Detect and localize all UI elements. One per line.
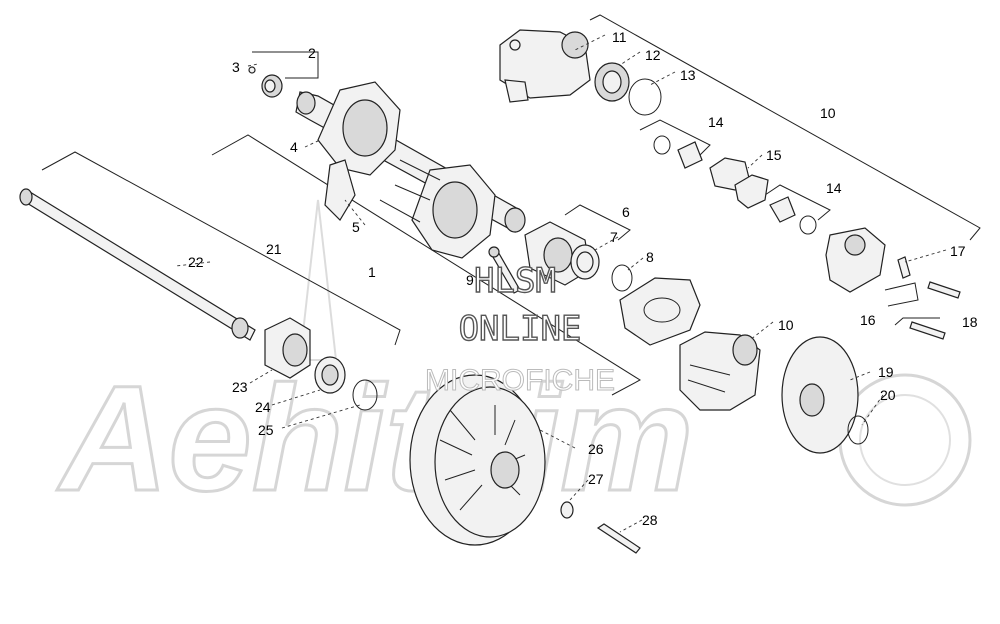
callout-2: 2 (308, 45, 316, 61)
spring-clip-icon (884, 282, 919, 307)
shaft-ring-icon (352, 379, 378, 411)
callout-5: 5 (352, 219, 360, 235)
callout-7: 7 (610, 229, 618, 245)
leader-group-1 (211, 134, 641, 396)
callout-13: 13 (680, 67, 696, 83)
retaining-ring-icon (611, 264, 633, 292)
callout-27: 27 (588, 471, 604, 487)
callout-14-lower: 14 (826, 180, 842, 196)
pad-ring-2-icon (799, 215, 817, 235)
callout-8: 8 (646, 249, 654, 265)
hlsm-watermark: HLSM ONLINE MICROFICHE (425, 260, 616, 397)
callout-21: 21 (266, 241, 282, 257)
part-bearing-cap (248, 66, 283, 98)
callout-numbers: 2 3 4 5 1 6 7 8 9 10 10 11 12 13 14 15 1… (188, 29, 978, 528)
part-caliper-middle (679, 331, 761, 411)
clutch-bolt-icon (596, 523, 641, 554)
pin-icon (248, 66, 256, 74)
leader-group-21 (41, 151, 401, 346)
part-brake-disc (781, 336, 869, 454)
bleeder-icon (897, 256, 911, 279)
part-caliper-upper (499, 29, 662, 116)
callout-15: 15 (766, 147, 782, 163)
callout-24: 24 (255, 399, 271, 415)
watermark-line2: ONLINE (459, 309, 582, 349)
callout-16: 16 (860, 312, 876, 328)
leader-group-14b (764, 184, 831, 221)
callout-20: 20 (880, 387, 896, 403)
part-bearing-flange (488, 221, 633, 294)
watermark-line1: HLSM (474, 261, 556, 301)
callout-12: 12 (645, 47, 661, 63)
washer-icon (560, 501, 574, 519)
callout-22: 22 (188, 254, 204, 270)
callout-10-lower: 10 (778, 317, 794, 333)
pad-ring-icon (653, 135, 671, 155)
snap-ring-icon (847, 415, 869, 445)
wheel-inner-watermark-icon (859, 394, 951, 486)
brand-watermark: Aehiteim (55, 199, 972, 524)
caliper-bolt-icon (927, 281, 961, 299)
callout-19: 19 (878, 364, 894, 380)
brand-watermark-text: Aehiteim (56, 354, 693, 522)
gasket-icon (619, 277, 701, 346)
part-brake-pads (653, 135, 817, 235)
leader-group-18 (894, 317, 940, 326)
callout-18: 18 (962, 314, 978, 330)
brake-pad-2-icon (734, 174, 769, 209)
leader-group-2 (252, 51, 319, 79)
part-caliper-lower (825, 227, 961, 340)
callout-17: 17 (950, 243, 966, 259)
leader-group-6 (564, 204, 631, 241)
callout-25: 25 (258, 422, 274, 438)
part-drive-shaft-assembly (295, 81, 526, 259)
part-clutch-sheave (409, 374, 641, 554)
callout-14-upper: 14 (708, 114, 724, 130)
part-jackshaft (19, 188, 378, 411)
caliper-lower-icon (825, 227, 886, 293)
callout-10-upper: 10 (820, 105, 836, 121)
callout-3: 3 (232, 59, 240, 75)
callout-28: 28 (642, 512, 658, 528)
leader-group-10 (589, 14, 981, 241)
o-ring-icon (628, 78, 662, 116)
jackshaft-icon (21, 191, 256, 341)
caliper-bolt-2-icon (909, 321, 946, 340)
callout-9: 9 (466, 272, 474, 288)
callout-11: 11 (612, 29, 627, 45)
dashed-leaders (175, 34, 947, 533)
part-gasket (619, 277, 701, 346)
piston-2-icon (769, 196, 796, 223)
watermark-line3: MICROFICHE (425, 364, 615, 397)
group-lines (41, 14, 981, 396)
leader-group-14a (639, 119, 711, 156)
callout-1: 1 (368, 264, 376, 280)
piston-icon (677, 141, 703, 169)
callout-23: 23 (232, 379, 248, 395)
callout-26: 26 (588, 441, 604, 457)
callout-6: 6 (622, 204, 630, 220)
callout-4: 4 (290, 139, 298, 155)
